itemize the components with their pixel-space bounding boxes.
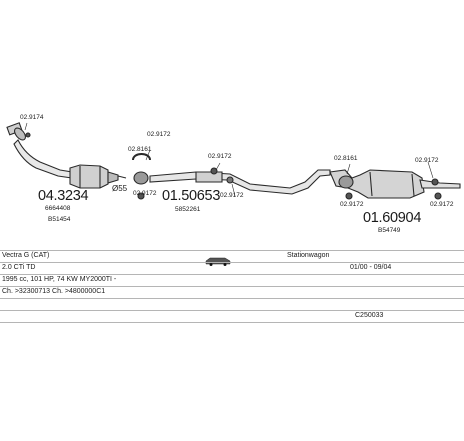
clamp-label: 02.9172 <box>147 131 171 138</box>
info-row: Ch. >32300713 Ch. >4800000C1 <box>0 286 464 298</box>
clamp-label: 02.9172 <box>340 201 364 208</box>
kit-code-text: C250033 <box>355 312 384 319</box>
info-row: C250033 <box>0 310 464 323</box>
ref-number: 6664408 <box>45 205 71 212</box>
spec-text: 1995 cc, 101 HP, 74 KW MY2000TI - <box>2 276 117 283</box>
pipe-diameter-note: Ø55 <box>112 184 128 193</box>
clamp-label: 02.8161 <box>128 146 152 153</box>
part-number-front: 04.3234 <box>38 188 89 204</box>
ref-number: 5852261 <box>175 206 201 213</box>
catalytic-converter <box>69 164 127 189</box>
rear-silencer <box>329 169 461 200</box>
clamp-label: 02.9172 <box>415 157 439 164</box>
part-number-middle: 01.50653 <box>162 188 221 204</box>
part-number-rear: 01.60904 <box>363 210 422 226</box>
leader-lines <box>24 122 434 197</box>
clamp-label: 02.9174 <box>20 114 44 121</box>
ref-number: B54749 <box>378 227 401 234</box>
years-text: 01/00 - 09/04 <box>350 264 392 271</box>
engine-text: 2.0 CTi TD <box>2 264 36 271</box>
clamp-label: 02.8161 <box>334 155 358 162</box>
clamp-label: 02.9172 <box>430 201 454 208</box>
clamp-label: 02.9172 <box>220 192 244 199</box>
ref-number: B51454 <box>48 216 71 223</box>
body-type-text: Stationwagon <box>287 252 330 259</box>
clamp-set-front <box>25 132 151 200</box>
middle-pipe <box>149 167 331 195</box>
model-text: Vectra G (CAT) <box>2 252 50 259</box>
exhaust-diagram <box>6 122 461 200</box>
info-row <box>0 298 464 310</box>
info-row: 1995 cc, 101 HP, 74 KW MY2000TI - <box>0 274 464 286</box>
front-downpipe <box>6 122 73 179</box>
clamp-label: 02.9172 <box>133 190 157 197</box>
clamp-label: 02.9172 <box>208 153 232 160</box>
info-row: 2.0 CTi TD 01/00 - 09/04 <box>0 262 464 274</box>
chassis-text: Ch. >32300713 Ch. >4800000C1 <box>2 288 106 295</box>
info-row: Vectra G (CAT) Stationwagon <box>0 250 464 266</box>
